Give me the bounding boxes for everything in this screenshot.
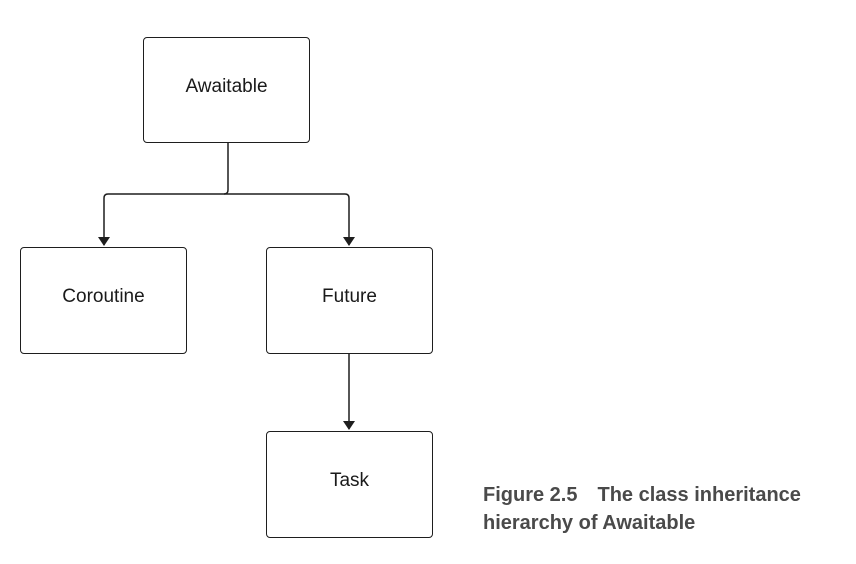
figure-caption: Figure 2.5 The class inheritance hierarch… [483,481,853,537]
caption-line-2: hierarchy of Awaitable [483,512,696,534]
node-future: Future [266,247,433,354]
node-task: Task [266,431,433,538]
caption-line-1: Figure 2.5 The class inheritance [483,481,853,509]
edge-awaitable-trunk [223,143,229,195]
node-coroutine-label: Coroutine [62,285,145,307]
node-future-label: Future [322,285,377,307]
edge-awaitable-to-future [228,193,355,246]
node-task-label: Task [329,469,370,491]
figure-number: Figure 2.5 [483,484,578,506]
node-awaitable: Awaitable [143,37,310,143]
node-awaitable-label: Awaitable [185,76,268,97]
caption-text-line-1: The class inheritance [597,484,801,506]
node-coroutine: Coroutine [20,247,187,354]
edge-awaitable-to-coroutine [98,193,228,246]
